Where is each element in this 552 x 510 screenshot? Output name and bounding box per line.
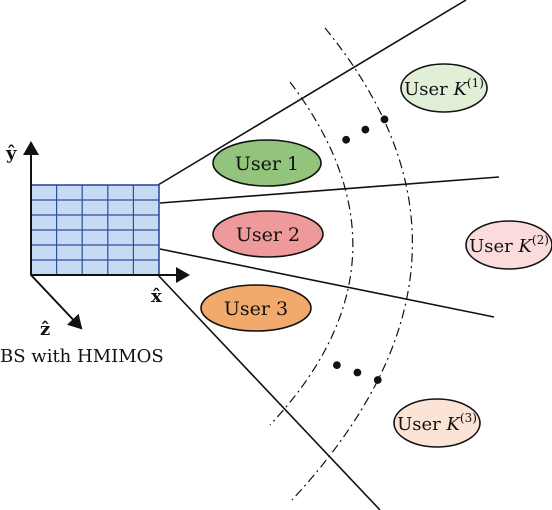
ellipsis-upper: • • •	[334, 106, 397, 156]
user-label: User K(1)	[404, 76, 484, 100]
user-3: User 3	[200, 284, 312, 332]
bs-panel	[30, 184, 160, 276]
user-label: User 1	[235, 153, 299, 175]
user-label: User K(3)	[397, 411, 477, 435]
user-k1: User K(1)	[400, 63, 488, 113]
user-ellipse	[200, 284, 312, 332]
user-ellipse	[400, 63, 488, 113]
range-arc-outer	[291, 27, 413, 501]
hmimos-grid	[31, 185, 159, 275]
user-ellipse	[465, 220, 552, 270]
user-2: User 2	[212, 210, 324, 258]
bs-label: BS with HMIMOS	[0, 346, 164, 367]
user-1: User 1	[212, 139, 322, 187]
user-label: User K(2)	[469, 233, 549, 257]
user-label: User 2	[236, 224, 300, 246]
user-k2: User K(2)	[465, 220, 552, 270]
user-ellipse	[393, 398, 481, 448]
axis-y-label: ŷ	[5, 143, 17, 164]
axis-z	[30, 274, 83, 330]
sector-boundary-1-2	[159, 176, 500, 204]
user-label: User 3	[224, 298, 288, 320]
user-ellipse	[212, 210, 324, 258]
axis-x-label: x̂	[151, 286, 162, 307]
sector-boundary-2-3	[159, 248, 495, 318]
sector-boundary-bottom	[157, 274, 381, 510]
axis-z-label: ẑ	[40, 319, 50, 340]
user-ellipse	[212, 139, 322, 187]
sector-boundary-top	[157, 0, 467, 186]
user-k3: User K(3)	[393, 398, 481, 448]
ellipsis-lower: • • •	[325, 352, 388, 396]
range-arc-inner	[269, 81, 354, 426]
